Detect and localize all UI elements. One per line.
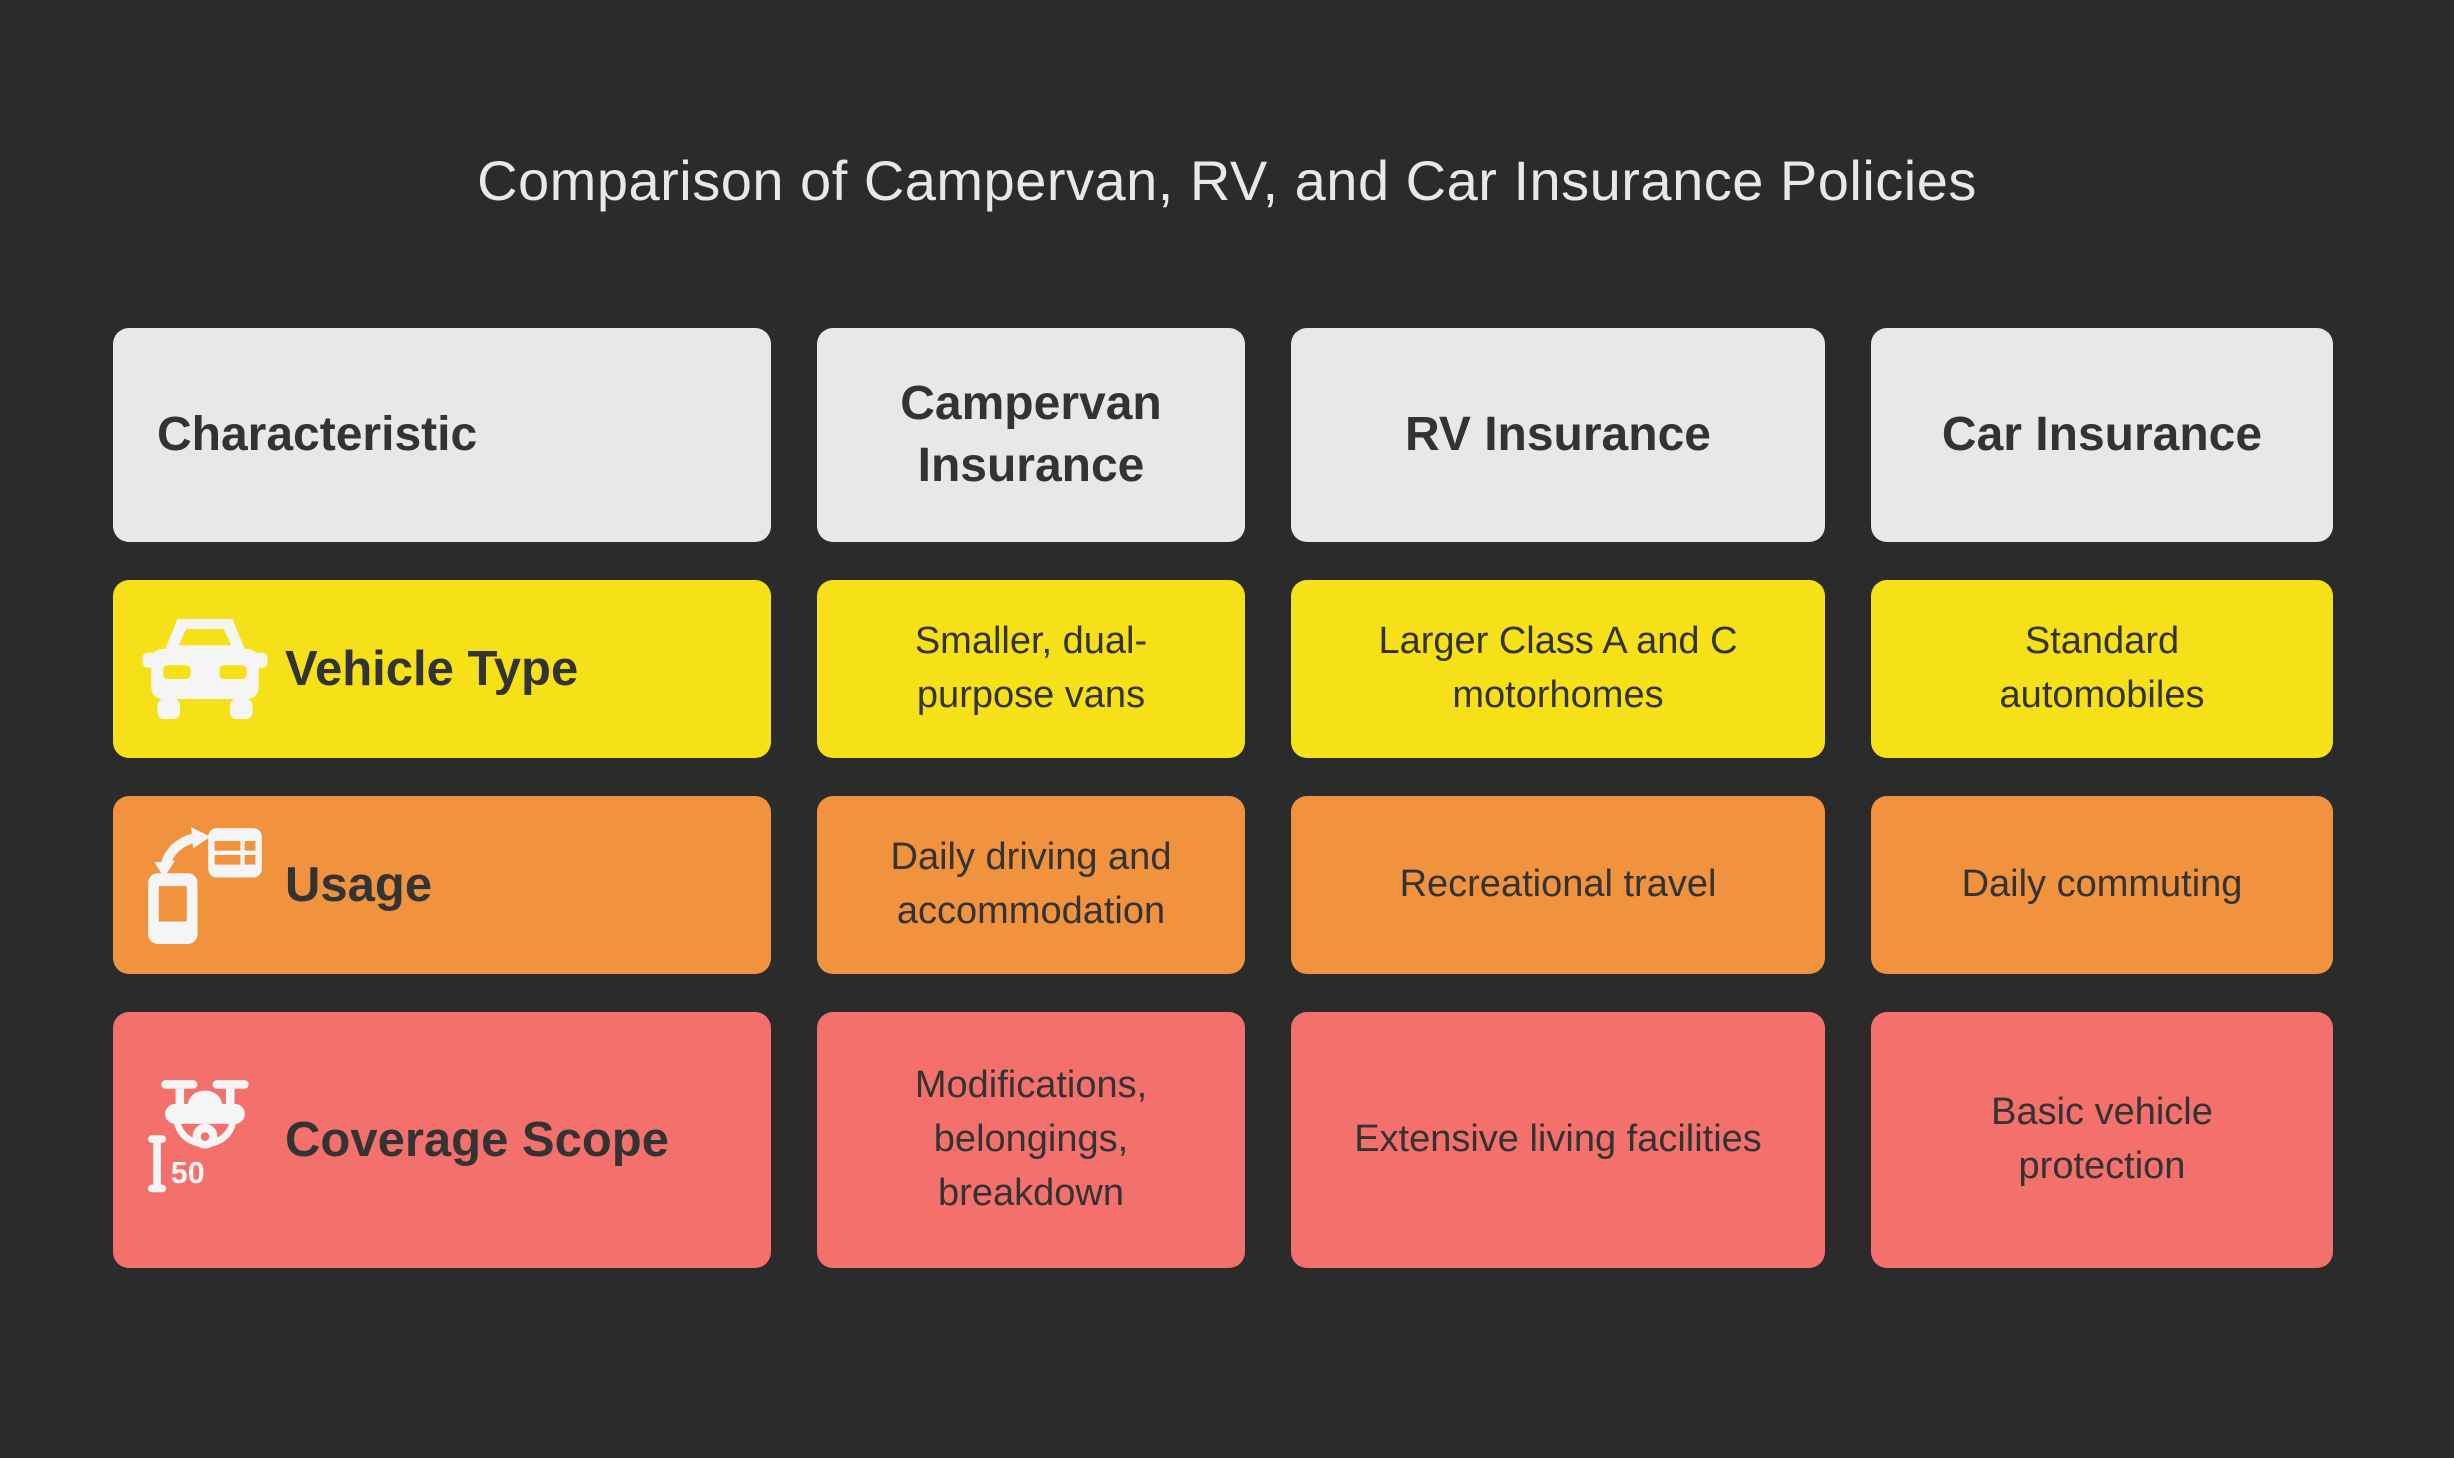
drone-altitude-label: 50 [171, 1156, 205, 1190]
row-label-coverage-scope: 50 Coverage Scope [113, 1012, 771, 1268]
row-label-text: Coverage Scope [285, 1113, 669, 1167]
row-label-text: Vehicle Type [285, 642, 579, 696]
table-cell-coverage-scope-car: Basic vehicle protection [1871, 1012, 2333, 1268]
table-cell-vehicle-type-campervan: Smaller, dual-purpose vans [817, 580, 1245, 758]
comparison-table: Characteristic Campervan Insurance RV In… [113, 328, 2333, 1268]
table-cell-coverage-scope-campervan: Modifications, belongings, breakdown [817, 1012, 1245, 1268]
table-cell-coverage-scope-rv: Extensive living facilities [1291, 1012, 1825, 1268]
column-header-characteristic: Characteristic [113, 328, 771, 542]
column-header-campervan-insurance: Campervan Insurance [817, 328, 1245, 542]
page-title: Comparison of Campervan, RV, and Car Ins… [477, 149, 1977, 212]
row-label-text: Usage [285, 858, 433, 912]
table-cell-usage-rv: Recreational travel [1291, 796, 1825, 974]
column-header-rv-insurance: RV Insurance [1291, 328, 1825, 542]
table-cell-usage-car: Daily commuting [1871, 796, 2333, 974]
table-cell-vehicle-type-car: Standard automobiles [1871, 580, 2333, 758]
drone-altitude-icon: 50 [139, 1078, 271, 1202]
phone-sync-table-icon [139, 825, 271, 945]
table-cell-usage-campervan: Daily driving and accommodation [817, 796, 1245, 974]
column-header-car-insurance: Car Insurance [1871, 328, 2333, 542]
table-cell-vehicle-type-rv: Larger Class A and C motorhomes [1291, 580, 1825, 758]
row-label-usage: Usage [113, 796, 771, 974]
car-front-icon [139, 619, 271, 719]
row-label-vehicle-type: Vehicle Type [113, 580, 771, 758]
